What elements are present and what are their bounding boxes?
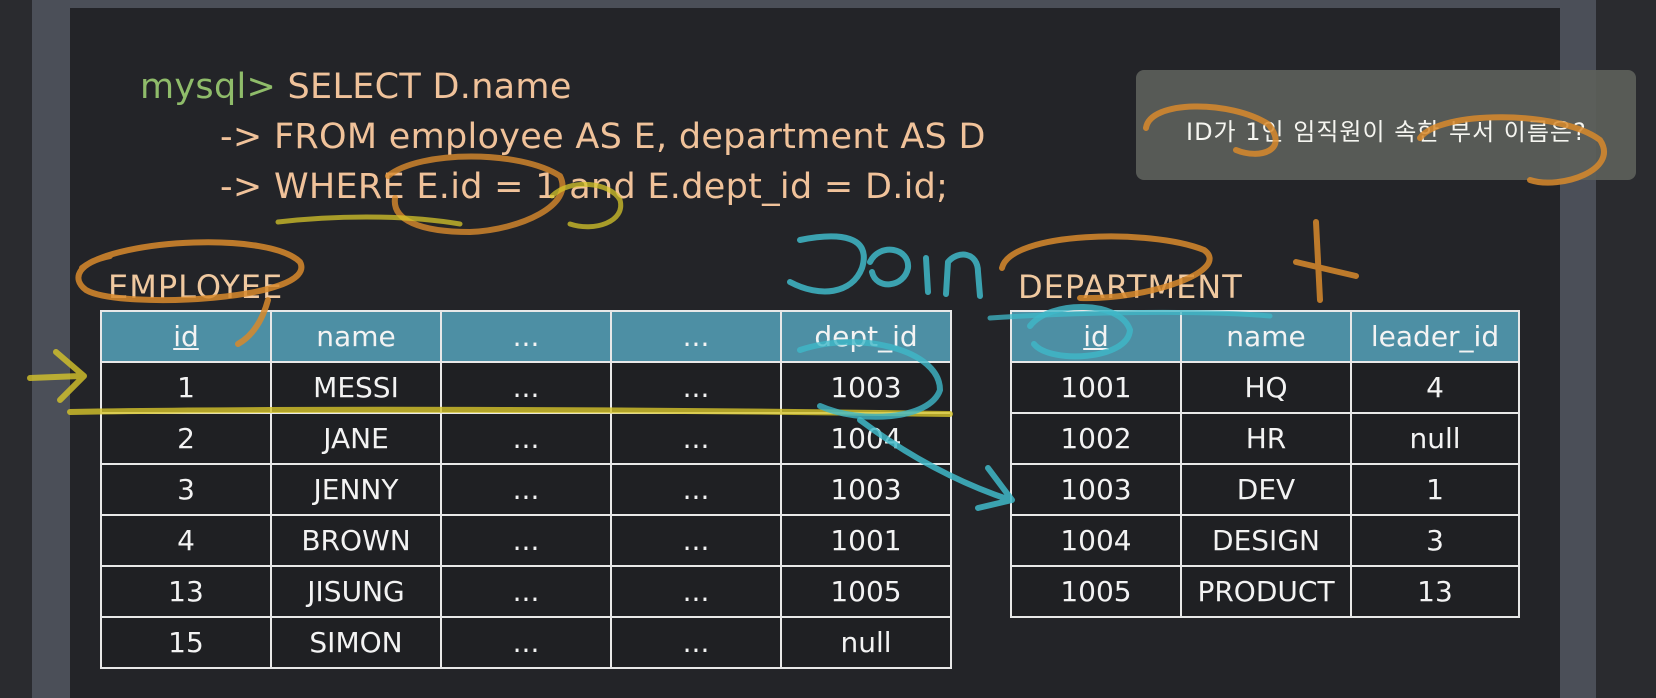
employee-table: id name ... ... dept_id 1 MESSI ... ... … (100, 310, 952, 669)
table-cell: 1002 (1010, 412, 1182, 465)
table-cell: 1003 (1010, 463, 1182, 516)
table-header-row: id name ... ... dept_id (100, 310, 952, 363)
employee-caption: EMPLOYEE (108, 268, 284, 306)
table-row: 1005 PRODUCT 13 (1010, 565, 1520, 618)
sql-line-1: mysql> SELECT D.name (140, 62, 986, 112)
table-cell: ... (440, 463, 612, 516)
table-cell: 15 (100, 616, 272, 669)
table-cell: PRODUCT (1180, 565, 1352, 618)
sql-from: FROM employee AS E, department AS D (262, 117, 986, 157)
table-row: 1 MESSI ... ... 1003 (100, 361, 952, 414)
department-table: id name leader_id 1001 HQ 4 1002 HR null… (1010, 310, 1520, 618)
table-cell: 4 (1350, 361, 1520, 414)
table-cell: JENNY (270, 463, 442, 516)
table-cell: 1001 (780, 514, 952, 567)
table-cell: 1001 (1010, 361, 1182, 414)
sql-line-2: -> FROM employee AS E, department AS D (140, 112, 986, 162)
sql-query: mysql> SELECT D.name -> FROM employee AS… (140, 62, 986, 212)
frame-left (32, 0, 70, 698)
column-header-name: name (1180, 310, 1352, 363)
table-cell: MESSI (270, 361, 442, 414)
table-cell: ... (610, 412, 782, 465)
column-header-leader-id: leader_id (1350, 310, 1520, 363)
column-header-dept-id: dept_id (780, 310, 952, 363)
sql-select: SELECT D.name (276, 67, 572, 107)
table-cell: 13 (100, 565, 272, 618)
question-text: ID가 1인 임직원이 속한 부서 이름은? (1186, 118, 1587, 146)
column-header-ellipsis: ... (610, 310, 782, 363)
table-cell: ... (610, 361, 782, 414)
table-cell: 3 (100, 463, 272, 516)
table-cell: ... (610, 616, 782, 669)
table-cell: BROWN (270, 514, 442, 567)
sql-line-3: -> WHERE E.id = 1 and E.dept_id = D.id; (140, 162, 986, 212)
table-cell: ... (440, 565, 612, 618)
sql-arrow: -> (219, 117, 263, 157)
table-cell: 1005 (1010, 565, 1182, 618)
column-header-ellipsis: ... (440, 310, 612, 363)
table-row: 3 JENNY ... ... 1003 (100, 463, 952, 516)
department-caption: DEPARTMENT (1018, 268, 1243, 306)
table-cell: 1003 (780, 361, 952, 414)
table-cell: DEV (1180, 463, 1352, 516)
sql-prompt: mysql> (140, 67, 277, 107)
table-cell: 13 (1350, 565, 1520, 618)
table-cell: ... (440, 616, 612, 669)
table-row: 1002 HR null (1010, 412, 1520, 465)
table-cell: 1004 (1010, 514, 1182, 567)
table-cell: ... (610, 463, 782, 516)
table-cell: ... (610, 565, 782, 618)
table-cell: 2 (100, 412, 272, 465)
table-cell: HR (1180, 412, 1352, 465)
table-cell: 1004 (780, 412, 952, 465)
table-row: 2 JANE ... ... 1004 (100, 412, 952, 465)
table-cell: ... (440, 412, 612, 465)
sql-arrow: -> (219, 167, 263, 207)
table-row: 4 BROWN ... ... 1001 (100, 514, 952, 567)
table-cell: ... (440, 361, 612, 414)
table-cell: HQ (1180, 361, 1352, 414)
table-cell: ... (610, 514, 782, 567)
column-header-id: id (1010, 310, 1182, 363)
table-cell: 1 (1350, 463, 1520, 516)
table-row: 13 JISUNG ... ... 1005 (100, 565, 952, 618)
sql-where: WHERE E.id = 1 and E.dept_id = D.id; (262, 167, 949, 207)
table-cell: null (1350, 412, 1520, 465)
table-row: 1003 DEV 1 (1010, 463, 1520, 516)
table-cell: JISUNG (270, 565, 442, 618)
table-row: 1001 HQ 4 (1010, 361, 1520, 414)
table-cell: 1005 (780, 565, 952, 618)
table-cell: 4 (100, 514, 272, 567)
table-cell: 1 (100, 361, 272, 414)
table-header-row: id name leader_id (1010, 310, 1520, 363)
table-cell: ... (440, 514, 612, 567)
column-header-id: id (100, 310, 272, 363)
table-cell: DESIGN (1180, 514, 1352, 567)
table-row: 15 SIMON ... ... null (100, 616, 952, 669)
table-cell: JANE (270, 412, 442, 465)
table-cell: 3 (1350, 514, 1520, 567)
table-cell: 1003 (780, 463, 952, 516)
column-header-name: name (270, 310, 442, 363)
frame-top (32, 0, 1596, 8)
table-cell: SIMON (270, 616, 442, 669)
table-cell: null (780, 616, 952, 669)
table-row: 1004 DESIGN 3 (1010, 514, 1520, 567)
